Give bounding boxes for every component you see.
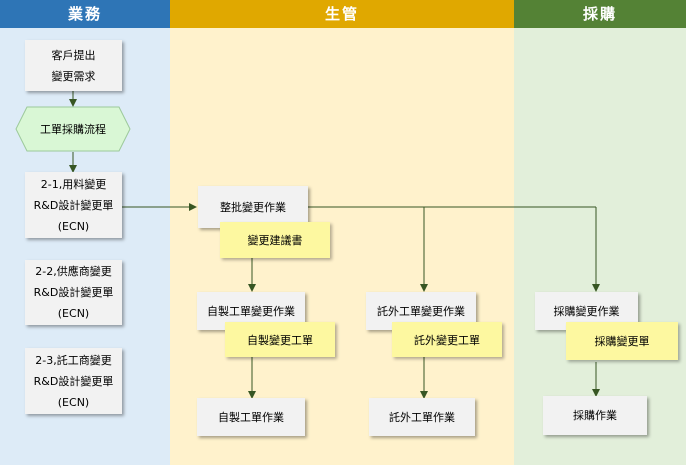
work-order-flow-label: 工單採購流程 <box>40 123 106 136</box>
purchase-change-order-note: 採購變更單 <box>566 322 678 360</box>
lane-header-production: 生管 <box>170 0 514 28</box>
lane-header-business: 業務 <box>0 0 170 28</box>
change-proposal-note: 變更建議書 <box>220 222 330 258</box>
outsource-wo-box: 託外工單作業 <box>369 398 475 436</box>
outsource-change-wo-note: 託外變更工單 <box>392 322 502 357</box>
supplier-change-box: 2-2,供應商變更 R&D設計變更單 (ECN) <box>25 260 122 325</box>
purchase-box: 採購作業 <box>543 396 647 435</box>
self-change-wo-note: 自製變更工單 <box>225 322 335 357</box>
customer-request-box: 客戶提出 變更需求 <box>25 40 122 91</box>
lane-header-purchasing: 採購 <box>514 0 686 28</box>
lane-purchasing <box>514 0 686 465</box>
outsource-change-box: 2-3,託工商變更 R&D設計變更單 (ECN) <box>25 348 122 414</box>
batch-change-box: 整批變更作業 <box>198 186 308 228</box>
self-wo-box: 自製工單作業 <box>197 398 305 436</box>
material-change-box: 2-1,用料變更 R&D設計變更單 (ECN) <box>25 172 122 238</box>
work-order-flow-hexagon <box>15 106 131 152</box>
